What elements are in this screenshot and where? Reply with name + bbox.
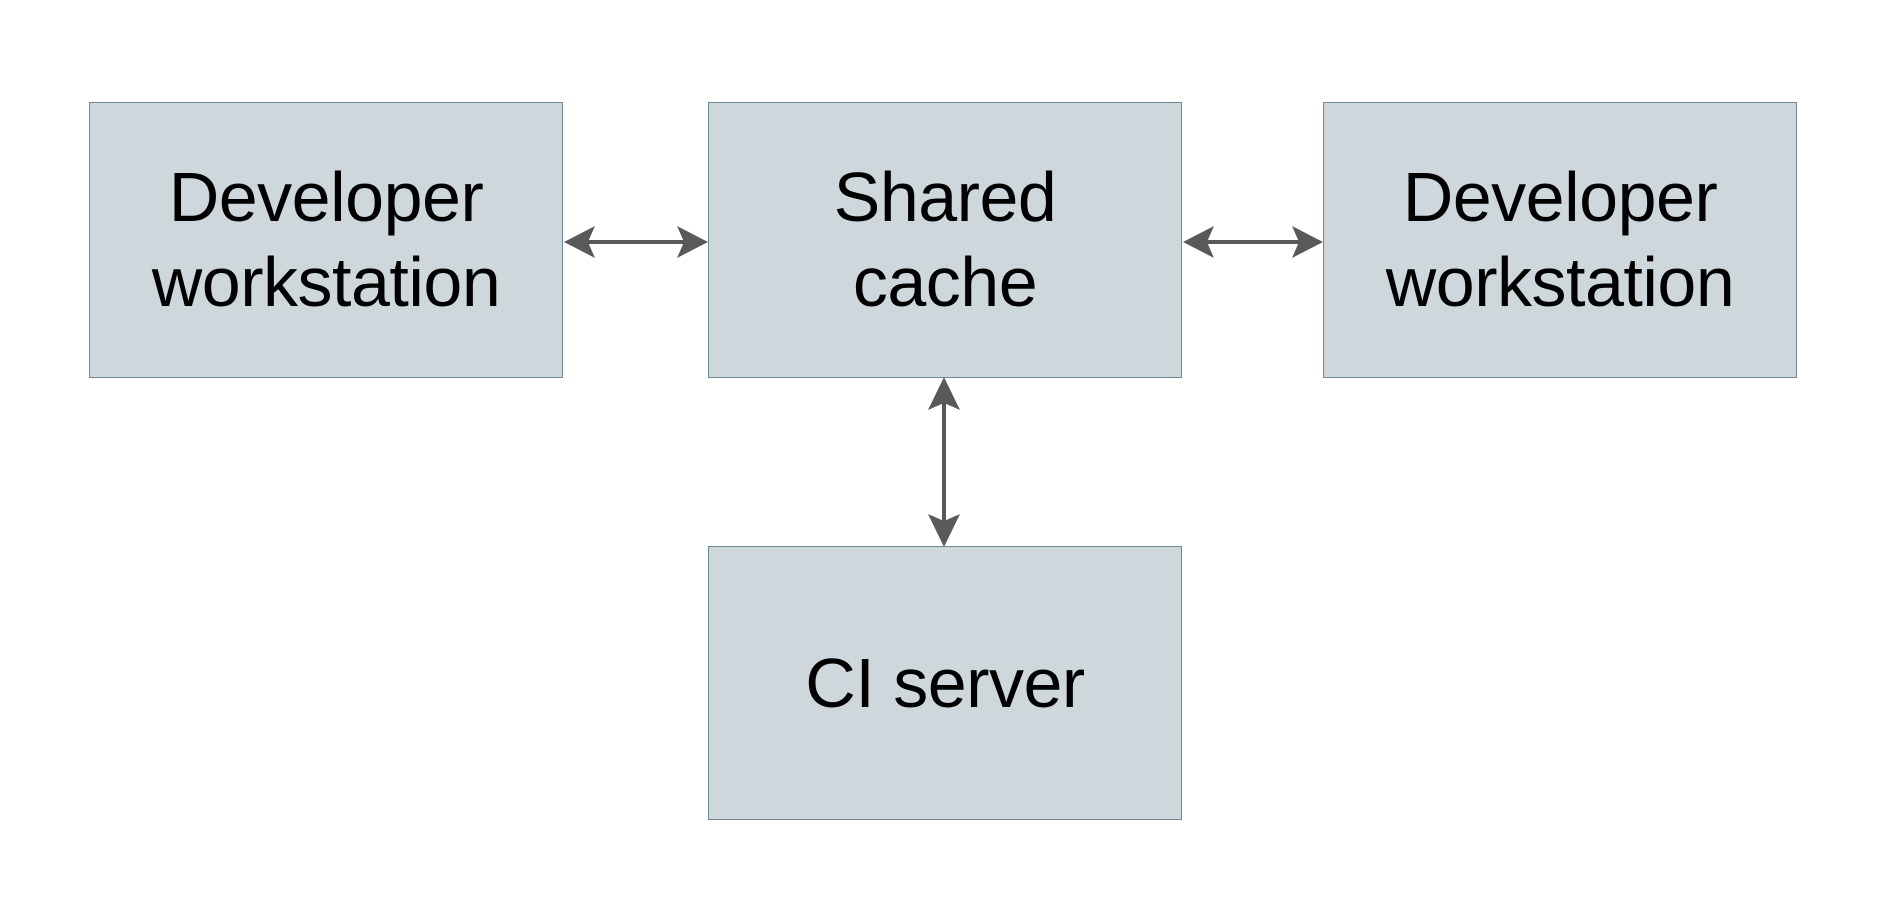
node-developer-workstation-left[interactable]: Developer workstation xyxy=(89,102,563,378)
node-label: Developer workstation xyxy=(1385,158,1735,321)
edge-dev-left-to-shared-cache[interactable] xyxy=(563,206,709,278)
node-label: CI server xyxy=(805,643,1085,722)
double-arrow-vertical-icon xyxy=(928,377,960,547)
double-arrow-horizontal-icon xyxy=(564,226,708,258)
node-label: Shared cache xyxy=(833,158,1057,321)
node-ci-server[interactable]: CI server xyxy=(708,546,1182,820)
node-developer-workstation-right[interactable]: Developer workstation xyxy=(1323,102,1797,378)
node-shared-cache[interactable]: Shared cache xyxy=(708,102,1182,378)
double-arrow-horizontal-icon xyxy=(1183,226,1323,258)
node-label: Developer workstation xyxy=(151,158,501,321)
edge-shared-cache-to-ci-server[interactable] xyxy=(908,376,980,548)
edge-shared-cache-to-dev-right[interactable] xyxy=(1182,206,1324,278)
